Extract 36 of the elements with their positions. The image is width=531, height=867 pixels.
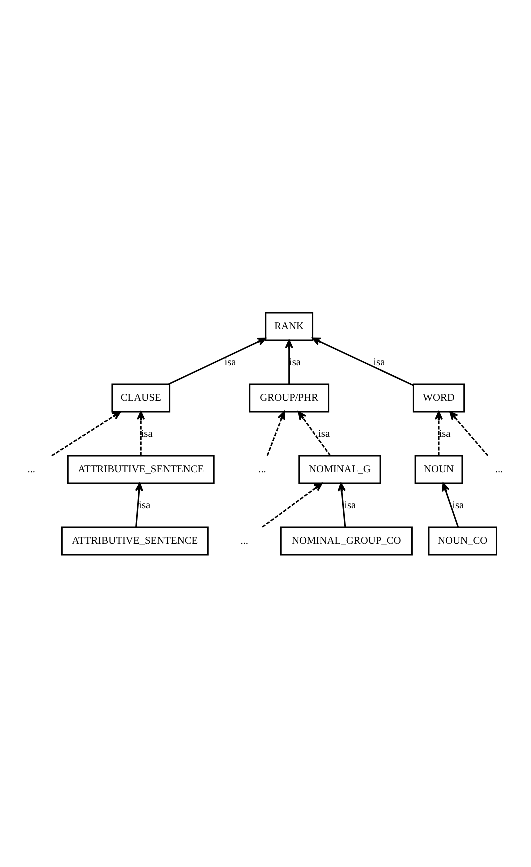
arrow: [442, 482, 460, 528]
arrow: [266, 410, 286, 456]
edge-label: isa: [374, 356, 386, 368]
arrow: [338, 482, 346, 527]
edge-label: isa: [290, 356, 302, 368]
node-box: NOMINAL_GROUP_CO: [280, 526, 413, 556]
arrow: [168, 337, 266, 385]
edge-label: isa: [344, 500, 356, 511]
node-text: ...: [28, 464, 36, 476]
node-box: ATTRIBUTIVE_SENTENCE: [67, 454, 215, 484]
arrow: [312, 337, 414, 386]
node-box: NOMINAL_G: [298, 454, 382, 484]
edge-label: isa: [452, 500, 464, 511]
arrow: [52, 410, 122, 456]
node-text: ...: [258, 464, 266, 476]
node-box: ATTRIBUTIVE_SENTENCE: [61, 526, 209, 556]
arrow: [262, 482, 323, 528]
arrow: [298, 410, 332, 456]
node-box: CLAUSE: [112, 383, 171, 412]
edge-label: isa: [139, 500, 151, 511]
arrow: [450, 410, 489, 456]
node-box: WORD: [412, 383, 466, 412]
node-text: ...: [495, 464, 504, 476]
node-box: NOUN_CO: [428, 526, 498, 556]
node-box: NOUN: [414, 454, 464, 484]
node-box: GROUP/PHR: [249, 383, 330, 412]
edge-label: isa: [141, 428, 153, 440]
arrow: [137, 410, 146, 456]
edge-label: isa: [224, 356, 236, 368]
node-box: RANK: [265, 312, 314, 341]
node-text: ...: [240, 536, 249, 546]
arrow: [285, 339, 294, 384]
arrow: [135, 482, 144, 527]
arrow: [434, 410, 444, 456]
edge-label: isa: [318, 428, 330, 440]
edge-label: isa: [439, 428, 451, 440]
